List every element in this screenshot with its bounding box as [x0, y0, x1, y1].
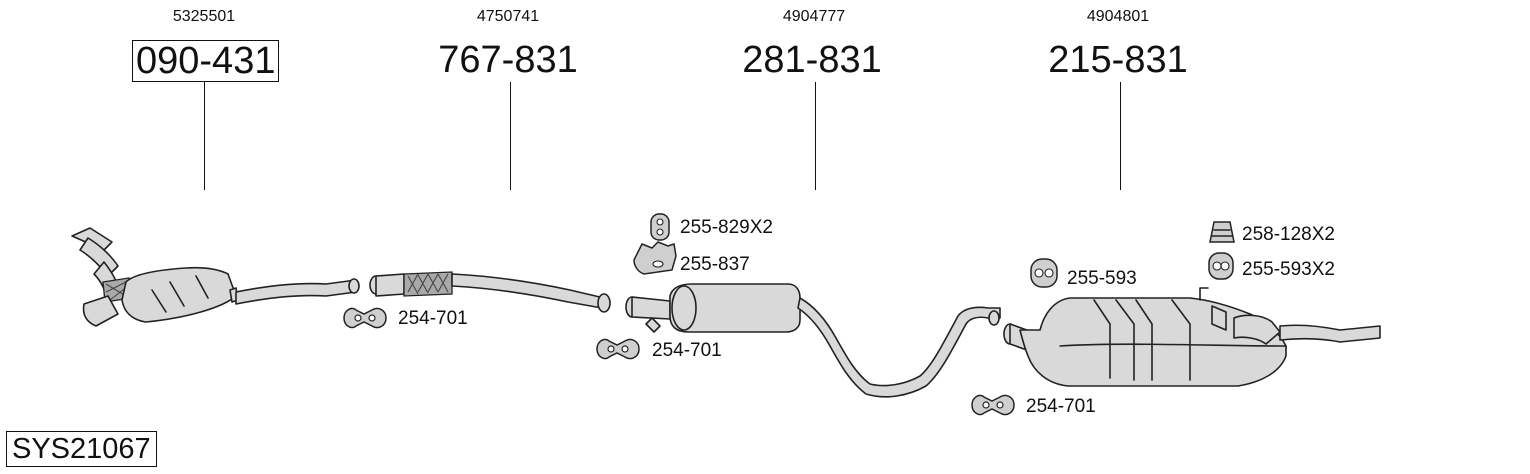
accessory-bracket-label-1[interactable]: 258-128X2	[1242, 224, 1335, 245]
accessory-clamp-label-1[interactable]: 254-701	[398, 308, 468, 329]
rubber-hanger-icon	[1030, 258, 1058, 288]
mounting-holder-icon	[633, 241, 677, 275]
part-number-2[interactable]: 767-831	[438, 39, 578, 81]
catalytic-converter-drawing	[71, 227, 360, 327]
flex-pipe-drawing	[369, 271, 611, 313]
oe-number-2: 4750741	[476, 8, 540, 25]
accessory-hanger-label-2[interactable]: 255-593	[1067, 268, 1137, 289]
part-number-4[interactable]: 215-831	[1048, 39, 1188, 81]
part-number-1[interactable]: 090-431	[132, 40, 280, 82]
accessory-clamp-label-3[interactable]: 254-701	[1026, 396, 1096, 417]
clamp-icon	[596, 338, 640, 360]
rear-silencer-drawing	[1003, 287, 1381, 387]
clamp-icon	[971, 394, 1015, 416]
accessory-hanger-label-3[interactable]: 255-593X2	[1242, 259, 1335, 280]
leader-line-1	[204, 82, 205, 190]
oe-number-4: 4904801	[1086, 8, 1150, 25]
rubber-hanger-icon	[1208, 252, 1234, 280]
accessory-hanger-label-1[interactable]: 255-829X2	[680, 217, 773, 238]
system-code-box: SYS21067	[6, 431, 157, 467]
oe-number-3: 4904777	[782, 8, 846, 25]
rubber-hanger-icon	[650, 213, 670, 241]
clamp-icon	[343, 307, 387, 329]
mounting-bracket-icon	[1209, 221, 1235, 243]
accessory-holder-label-1[interactable]: 255-837	[680, 254, 750, 275]
leader-line-3	[815, 82, 816, 190]
leader-line-2	[510, 82, 511, 190]
middle-silencer-drawing	[625, 283, 1001, 398]
oe-number-1: 5325501	[172, 8, 236, 25]
part-number-3[interactable]: 281-831	[742, 39, 882, 81]
leader-line-4	[1120, 82, 1121, 190]
accessory-clamp-label-2[interactable]: 254-701	[652, 340, 722, 361]
